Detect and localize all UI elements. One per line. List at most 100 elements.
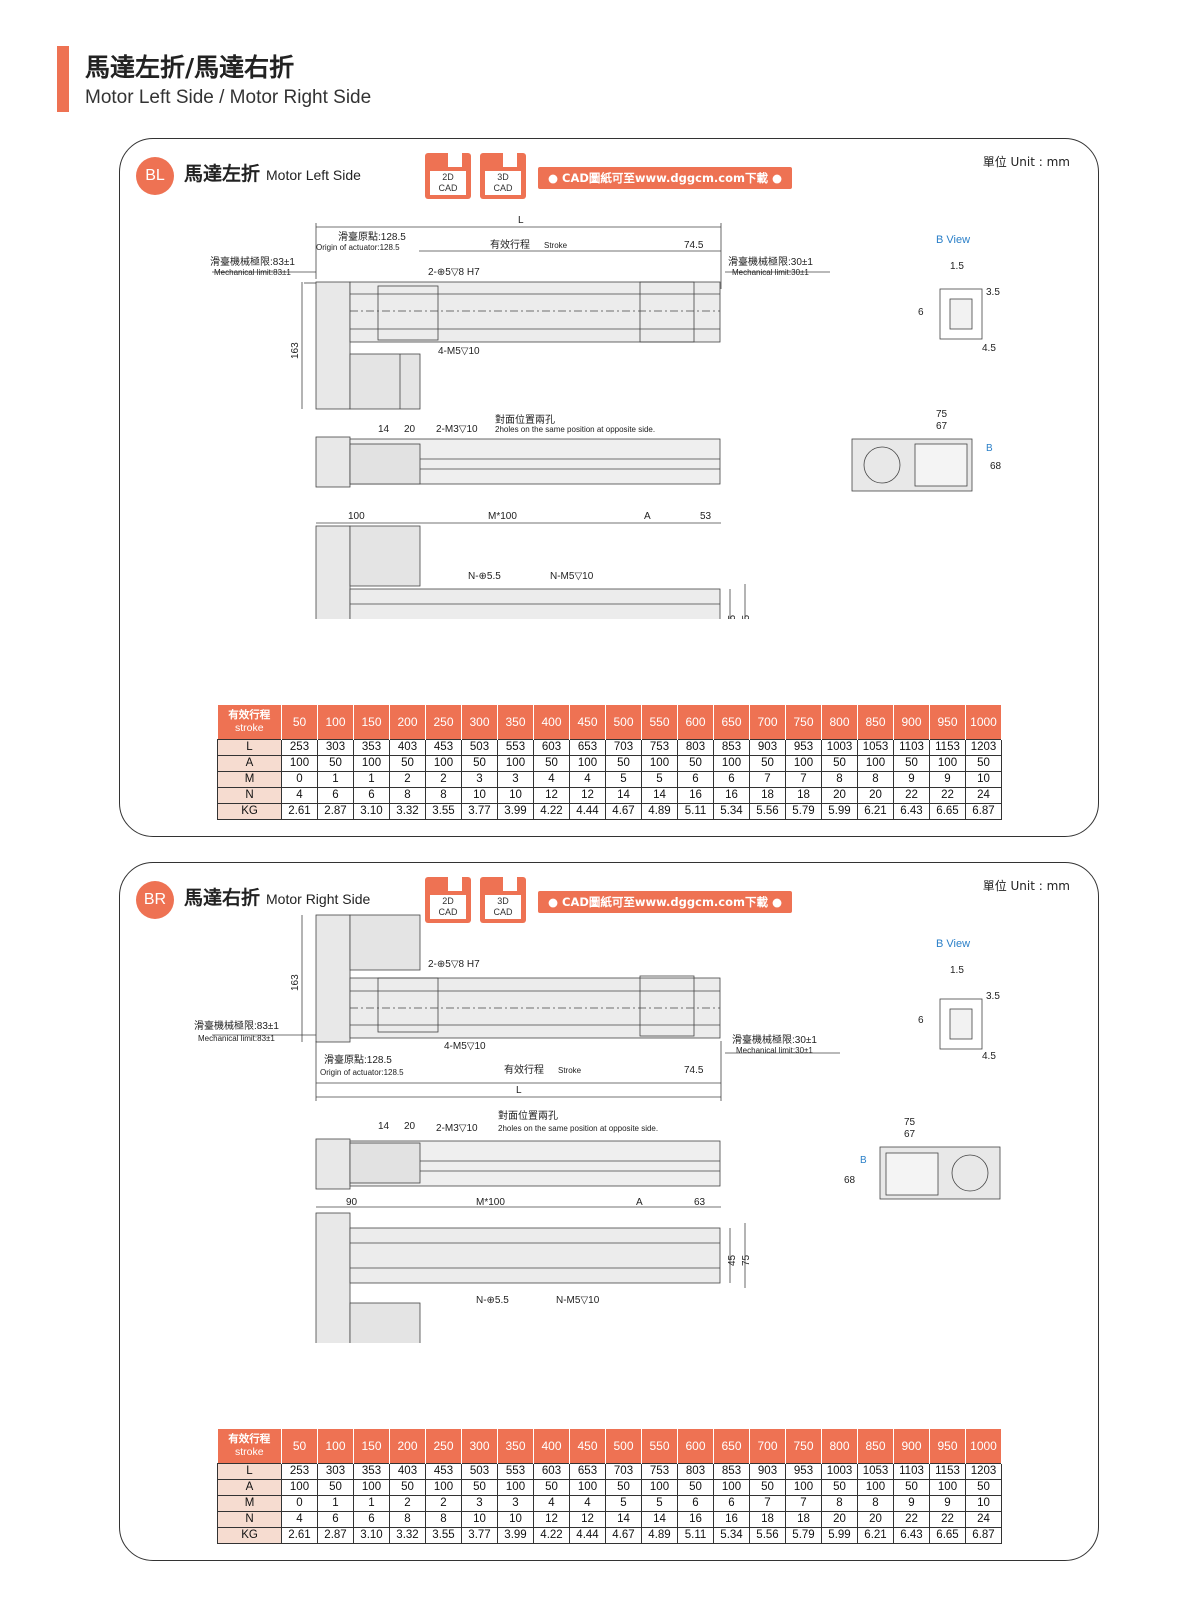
origin-en: Origin of actuator:128.5 xyxy=(316,243,400,252)
table-cell: 5.11 xyxy=(677,1526,714,1544)
dim-63: 63 xyxy=(694,1197,706,1208)
table-cell: 8 xyxy=(857,770,894,788)
table-cell: 6.43 xyxy=(893,802,930,820)
pin-hole: 2-⊕5▽8 H7 xyxy=(428,267,480,278)
dim-75: 75 xyxy=(741,1254,752,1266)
table-cell: 10 xyxy=(965,770,1002,788)
table-cell: 8 xyxy=(389,786,426,804)
table-cell: 14 xyxy=(641,1510,678,1528)
table-cell: 2 xyxy=(389,770,426,788)
row-label: M xyxy=(217,770,282,788)
cad-download-link[interactable]: ● CAD圖紙可至www.dggcm.com下載 ● xyxy=(538,891,793,913)
table-cell: 100 xyxy=(281,1478,318,1496)
stroke-col-header: 400 xyxy=(533,705,570,739)
table-cell: 2.61 xyxy=(281,1526,318,1544)
table-cell: 5 xyxy=(641,1494,678,1512)
n-hole: N-⊕5.5 xyxy=(476,1295,509,1306)
table-cell: 14 xyxy=(605,1510,642,1528)
table-cell: 12 xyxy=(569,1510,606,1528)
table-cell: 653 xyxy=(569,738,606,756)
table-cell: 100 xyxy=(641,754,678,772)
opposite-en: 2holes on the same position at opposite … xyxy=(495,425,655,434)
table-cell: 6 xyxy=(353,786,390,804)
dim-4-5: 4.5 xyxy=(982,343,996,354)
opposite-zh: 對面位置兩孔 xyxy=(498,1109,558,1122)
opposite-zh: 對面位置兩孔 xyxy=(495,413,555,426)
table-cell: 50 xyxy=(749,754,786,772)
stroke-col-header: 800 xyxy=(821,705,858,739)
table-cell: 100 xyxy=(497,1478,534,1496)
dim-1-5: 1.5 xyxy=(950,261,964,272)
table-cell: 9 xyxy=(893,770,930,788)
page-title: 馬達左折/馬達右折 xyxy=(85,53,295,82)
b-arrow-label: B xyxy=(986,443,993,454)
dim-68: 68 xyxy=(990,461,1002,472)
table-cell: 2 xyxy=(389,1494,426,1512)
table-cell: 6 xyxy=(317,786,354,804)
table-cell: 803 xyxy=(677,1462,714,1480)
table-cell: 10 xyxy=(497,786,534,804)
table-cell: 3 xyxy=(461,770,498,788)
table-cell: 4.89 xyxy=(641,802,678,820)
mech30-zh: 滑臺機械極限:30±1 xyxy=(728,255,813,268)
table-cell: 50 xyxy=(821,1478,858,1496)
table-cell: 10 xyxy=(965,1494,1002,1512)
table-cell: 7 xyxy=(749,1494,786,1512)
table-cell: 6.43 xyxy=(893,1526,930,1544)
stroke-col-header: 550 xyxy=(641,1429,678,1463)
table-cell: 3 xyxy=(497,770,534,788)
table-cell: 453 xyxy=(425,1462,462,1480)
table-cell: 3.77 xyxy=(461,1526,498,1544)
stroke-col-header: 750 xyxy=(785,705,822,739)
table-cell: 9 xyxy=(929,1494,966,1512)
table-cell: 4 xyxy=(533,770,570,788)
dim-75: 75 xyxy=(741,614,752,619)
n-hole: N-⊕5.5 xyxy=(468,571,501,582)
table-cell: 0 xyxy=(281,1494,318,1512)
table-cell: 5.34 xyxy=(713,802,750,820)
header-accent-bar xyxy=(57,46,69,112)
table-cell: 1003 xyxy=(821,1462,858,1480)
dim-20: 20 xyxy=(404,1121,416,1132)
dim-A: A xyxy=(644,511,651,522)
table-cell: 24 xyxy=(965,786,1002,804)
stroke-col-header: 450 xyxy=(569,705,606,739)
table-cell: 50 xyxy=(533,754,570,772)
table-cell: 6.21 xyxy=(857,1526,894,1544)
row-label: L xyxy=(217,738,282,756)
table-cell: 18 xyxy=(749,786,786,804)
table-cell: 1203 xyxy=(965,738,1002,756)
dim-6: 6 xyxy=(918,1015,924,1026)
stroke-col-header: 650 xyxy=(713,705,750,739)
table-cell: 2.61 xyxy=(281,802,318,820)
dim-6: 6 xyxy=(918,307,924,318)
table-cell: 1153 xyxy=(929,738,966,756)
b-view-label: B View xyxy=(936,234,970,246)
table-cell: 3.10 xyxy=(353,802,390,820)
table-cell: 100 xyxy=(857,754,894,772)
cad-download-link[interactable]: ● CAD圖紙可至www.dggcm.com下載 ● xyxy=(538,167,793,189)
table-cell: 5.56 xyxy=(749,1526,786,1544)
table-cell: 5.99 xyxy=(821,802,858,820)
table-cell: 50 xyxy=(749,1478,786,1496)
table-cell: 3 xyxy=(497,1494,534,1512)
table-cell: 253 xyxy=(281,738,318,756)
row-label: N xyxy=(217,786,282,804)
dim-1-5: 1.5 xyxy=(950,965,964,976)
stroke-col-header: 150 xyxy=(353,705,390,739)
table-cell: 5 xyxy=(605,770,642,788)
stroke-col-header: 100 xyxy=(317,1429,354,1463)
table-cell: 6 xyxy=(677,1494,714,1512)
table-cell: 1 xyxy=(317,1494,354,1512)
